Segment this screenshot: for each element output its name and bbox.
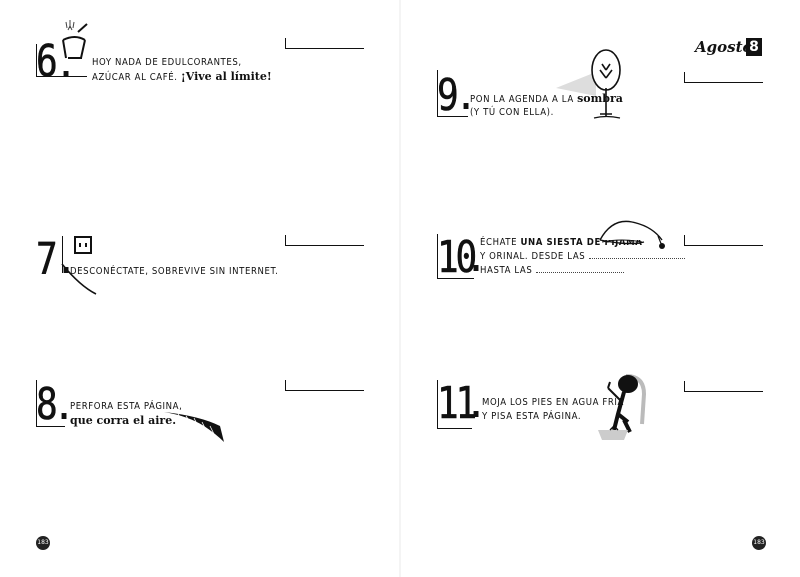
tree-icon <box>556 49 621 119</box>
task-text: Y ORINAL. DESDE LAS <box>480 251 586 262</box>
task-number-dot: . <box>454 73 479 119</box>
checkbox-line[interactable] <box>285 38 364 49</box>
task-number: 10 <box>437 232 478 283</box>
task-text: HASTA LAS <box>480 265 533 276</box>
checkbox-line[interactable] <box>684 381 763 392</box>
checkbox-line[interactable] <box>684 72 763 83</box>
checkbox-line[interactable] <box>684 235 763 246</box>
checkbox-line[interactable] <box>285 380 364 391</box>
task-emphasis: ¡Vive al límite! <box>180 70 272 83</box>
task-emphasis: que corra el aire. <box>70 414 177 427</box>
page-gutter <box>399 0 401 577</box>
page-number-left: 183 <box>36 536 50 550</box>
task-text-line: PON LA AGENDA A LA sombra <box>470 92 623 107</box>
sugar-icon <box>62 20 88 59</box>
right-page <box>400 0 800 577</box>
task-text-line: PERFORA ESTA PÁGINA, <box>70 401 183 412</box>
task-text-line: (Y TÚ CON ELLA). <box>470 107 554 118</box>
task-number-dot: . <box>54 41 79 87</box>
tear-icon <box>164 412 224 442</box>
time-fill-line[interactable] <box>536 264 625 273</box>
cable-line <box>61 263 97 295</box>
task-emphasis: UNA SIESTA DE PIJAMA <box>520 237 643 248</box>
checkbox-line[interactable] <box>285 235 364 246</box>
task-number: 6 <box>36 36 58 87</box>
task-text-line: AZÚCAR AL CAFÉ. ¡Vive al límite! <box>92 70 272 85</box>
task-number: 7 <box>36 234 58 285</box>
task-text-line: Y PISA ESTA PÁGINA. <box>482 411 582 422</box>
task-bracket <box>437 380 472 429</box>
task-text-line: MOJA LOS PIES EN AGUA FRÍA <box>482 397 624 408</box>
month-label: Agosto <box>695 38 753 56</box>
socket-icon <box>74 236 92 254</box>
task-emphasis: sombra <box>577 92 623 105</box>
feet-in-water-icon <box>598 374 647 440</box>
time-fill-line[interactable] <box>589 250 686 259</box>
task-bracket <box>36 44 87 77</box>
month-number-badge: 8 <box>746 38 762 56</box>
task-text-line: DESCONÉCTATE, SOBREVIVE SIN INTERNET. <box>70 266 279 277</box>
task-number-dot: . <box>464 235 489 281</box>
task-bracket <box>62 236 63 273</box>
task-text-line: que corra el aire. <box>70 414 176 429</box>
task-text-line: ÉCHATE UNA SIESTA DE PIJAMA <box>480 236 642 250</box>
task-number-dot: . <box>52 383 77 429</box>
task-text-line: HASTA LAS <box>480 264 625 278</box>
left-page <box>0 0 400 577</box>
task-number: 11 <box>437 378 478 429</box>
task-text-line: HOY NADA DE EDULCORANTES, <box>92 57 242 68</box>
task-number: 8 <box>36 379 58 430</box>
task-text-line: Y ORINAL. DESDE LAS <box>480 250 686 264</box>
page-number-right: 183 <box>752 536 766 550</box>
task-number: 9 <box>437 70 459 121</box>
task-text: ÉCHATE <box>480 237 518 248</box>
task-bracket <box>36 380 65 427</box>
task-bracket <box>437 70 468 117</box>
task-text: PON LA AGENDA A LA <box>470 94 574 105</box>
task-number-dot: . <box>464 381 489 427</box>
task-bracket <box>437 234 474 279</box>
nightcap-icon <box>599 220 665 249</box>
task-text: AZÚCAR AL CAFÉ. <box>92 72 178 83</box>
